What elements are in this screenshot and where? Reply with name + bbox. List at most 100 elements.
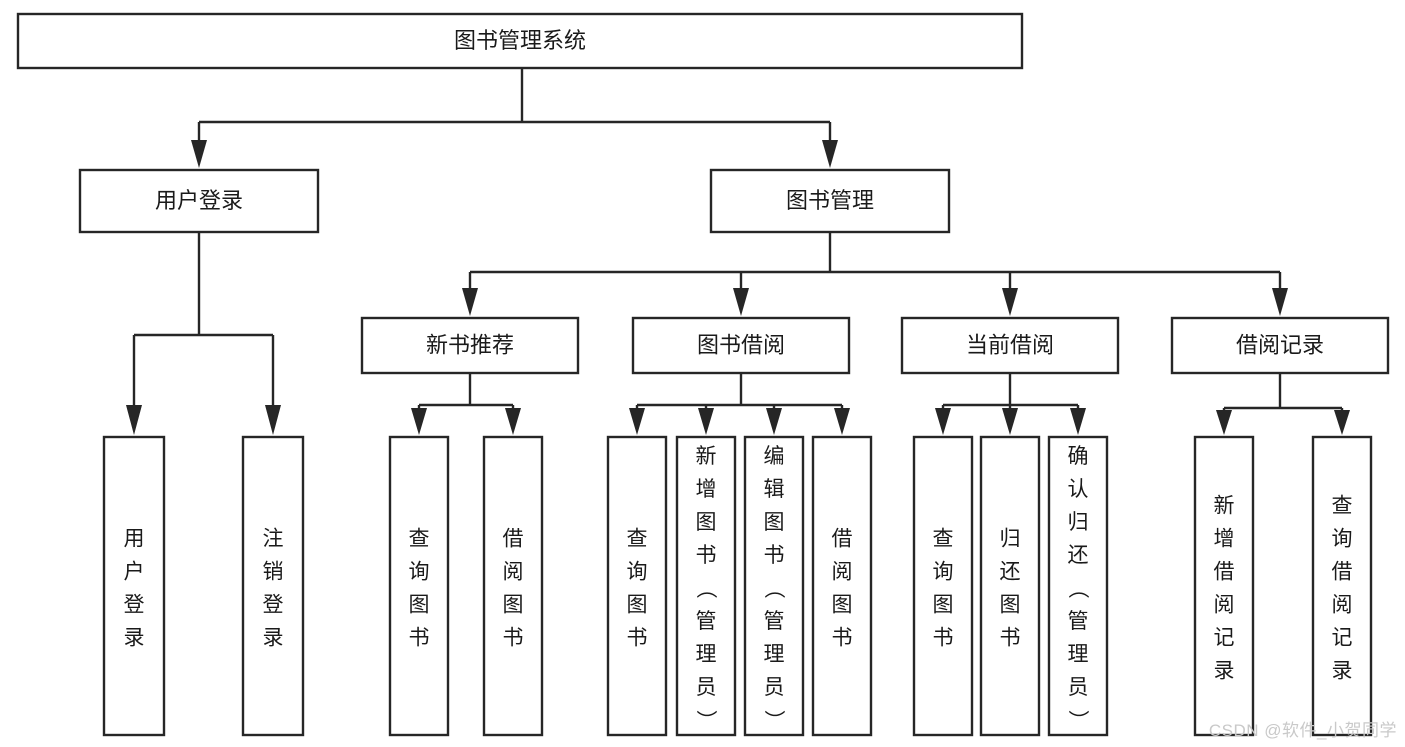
level3-node-box-1[interactable] (631, 316, 851, 375)
level3-node-3[interactable]: 借阅记录 (1170, 316, 1390, 375)
connector-group-root (191, 68, 838, 168)
arrow-bookmgmt-c1-icon (462, 288, 478, 316)
connector-group-record (1216, 373, 1350, 435)
connector-group-bookmgmt (462, 232, 1288, 316)
leaf-node-label-6-char-1: 辑 (764, 478, 785, 501)
root-node-box-0[interactable] (16, 12, 1024, 70)
leaf-node-label-4-char-0: 查 (627, 528, 648, 551)
level3-node-label-3: 借阅记录 (1236, 332, 1324, 357)
leaf-node-box-10[interactable] (1047, 435, 1109, 737)
arrow-borrow-c-icon (766, 408, 782, 435)
leaf-node-box-3[interactable] (482, 435, 544, 737)
arrow-root-to-login-icon (191, 140, 207, 168)
connector-group-borrow (629, 373, 850, 435)
leaf-node-box-2[interactable] (388, 435, 450, 737)
arrow-record-b-icon (1334, 410, 1350, 435)
leaf-node-label-3-char-2: 图 (503, 594, 524, 617)
leaf-node-label-6-char-7: 员 (764, 676, 785, 699)
level2-node-label-0: 用户登录 (155, 188, 243, 213)
leaf-node-label-5-char-7: 员 (696, 676, 717, 699)
level3-node-box-2[interactable] (900, 316, 1120, 375)
leaf-node-label-2-char-0: 查 (409, 528, 430, 551)
leaf-node-label-7-char-3: 书 (832, 627, 853, 650)
leaf-node-label-4-char-3: 书 (627, 627, 648, 650)
level3-node-2[interactable]: 当前借阅 (900, 316, 1120, 375)
level3-node-box-3[interactable] (1170, 316, 1390, 375)
leaf-node-label-8-char-2: 图 (933, 594, 954, 617)
leaf-node-box-8[interactable] (912, 435, 974, 737)
leaf-node-label-0-char-2: 登 (124, 594, 145, 617)
leaf-node-label-0-char-3: 录 (124, 627, 145, 650)
leaf-node-label-6-char-3: 书 (764, 544, 785, 567)
level2-node-1[interactable]: 图书管理 (709, 168, 951, 234)
leaf-node-label-7-char-2: 图 (832, 594, 853, 617)
leaf-node-label-5-char-6: 理 (696, 643, 717, 666)
leaf-node-label-12-char-5: 录 (1332, 660, 1353, 683)
leaf-node-box-7[interactable] (811, 435, 873, 737)
leaf-node-box-9[interactable] (979, 435, 1041, 737)
level3-node-box-0[interactable] (360, 316, 580, 375)
level2-node-label-1: 图书管理 (786, 188, 874, 213)
leaf-node-box-6[interactable] (743, 435, 805, 737)
leaf-node-label-5-char-0: 新 (696, 445, 717, 468)
level2-node-box-0[interactable] (78, 168, 320, 234)
leaf-node-label-10-char-5: 管 (1068, 610, 1089, 633)
leaf-node-label-5-char-8: ） (694, 710, 717, 731)
leaf-node-box-11[interactable] (1193, 435, 1255, 737)
level3-node-label-0: 新书推荐 (426, 332, 514, 357)
leaf-node-label-3-char-3: 书 (503, 627, 524, 650)
leaf-node-label-10-char-8: ） (1066, 710, 1089, 731)
leaf-node-label-1-char-3: 录 (263, 627, 284, 650)
level3-node-1[interactable]: 图书借阅 (631, 316, 851, 375)
leaf-node-label-9-char-1: 还 (1000, 561, 1021, 584)
root-node-0[interactable]: 图书管理系统 (16, 12, 1024, 70)
level3-node-0[interactable]: 新书推荐 (360, 316, 580, 375)
arrow-newbook-a-icon (411, 408, 427, 435)
arrow-current-b-icon (1002, 408, 1018, 435)
leaf-node-label-2-char-2: 图 (409, 594, 430, 617)
leaf-node-label-4-char-1: 询 (627, 561, 648, 584)
leaf-node-label-2-char-1: 询 (409, 561, 430, 584)
leaf-node-label-5-char-4: （ (694, 578, 717, 599)
leaf-node-label-3-char-1: 阅 (503, 561, 524, 584)
leaf-node-0[interactable]: 用户登录 (102, 435, 166, 737)
leaf-node-label-6-char-0: 编 (764, 445, 785, 468)
leaf-node-box-4[interactable] (606, 435, 668, 737)
leaf-node-label-8-char-3: 书 (933, 627, 954, 650)
arrow-newbook-b-icon (505, 408, 521, 435)
level2-node-box-1[interactable] (709, 168, 951, 234)
leaf-node-label-5-char-1: 增 (696, 478, 717, 501)
leaf-node-box-0[interactable] (102, 435, 166, 737)
level2-node-0[interactable]: 用户登录 (78, 168, 320, 234)
arrow-current-c-icon (1070, 408, 1086, 435)
leaf-node-label-11-char-0: 新 (1214, 495, 1235, 518)
leaf-node-label-12-char-3: 阅 (1332, 594, 1353, 617)
leaf-node-box-12[interactable] (1311, 435, 1373, 737)
leaf-node-label-9-char-2: 图 (1000, 594, 1021, 617)
leaf-node-box-5[interactable] (675, 435, 737, 737)
leaf-node-label-8-char-0: 查 (933, 528, 954, 551)
connector-group-current (935, 373, 1086, 435)
leaf-node-label-5-char-3: 书 (696, 544, 717, 567)
leaf-node-label-12-char-4: 记 (1332, 627, 1353, 650)
leaf-node-label-7-char-1: 阅 (832, 561, 853, 584)
leaf-node-label-11-char-2: 借 (1214, 561, 1235, 584)
leaf-node-label-11-char-3: 阅 (1214, 594, 1235, 617)
arrow-bookmgmt-c2-icon (733, 288, 749, 316)
leaf-node-label-6-char-5: 管 (764, 610, 785, 633)
leaf-node-box-1[interactable] (241, 435, 305, 737)
leaf-node-label-6-char-8: ） (762, 710, 785, 731)
